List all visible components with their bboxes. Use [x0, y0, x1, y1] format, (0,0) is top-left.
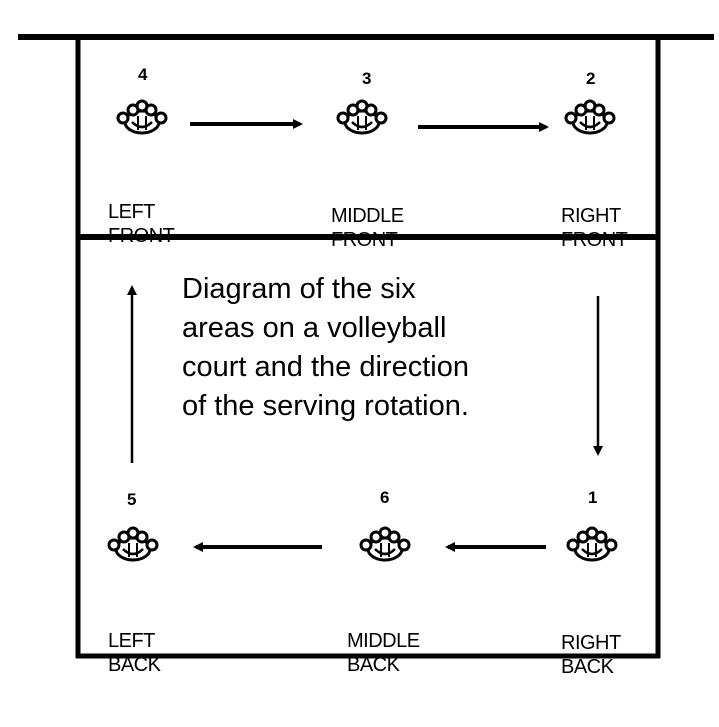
position-number: 1 — [588, 488, 598, 507]
caption-line: Diagram of the six — [182, 273, 416, 305]
position-number: 2 — [586, 69, 596, 88]
caption-line: of the serving rotation. — [182, 390, 469, 422]
paw-player-icon-left-front — [116, 99, 168, 135]
position-number: 4 — [138, 65, 148, 84]
paw-player-icon-left-back — [107, 526, 159, 562]
diagram-caption: Diagram of the six areas on a volleyball… — [182, 270, 582, 426]
caption-line: areas on a volleyball — [182, 312, 447, 344]
court-drawing — [18, 34, 714, 659]
paw-player-icon-middle-back — [359, 526, 411, 562]
caption-line: court and the direction — [182, 351, 469, 383]
paw-player-icon-right-front — [564, 99, 616, 135]
paw-player-icon-middle-front — [336, 99, 388, 135]
position-number: 3 — [362, 69, 372, 88]
position-number: 5 — [127, 490, 137, 509]
paw-player-icon-right-back — [566, 526, 618, 562]
position-number: 6 — [380, 488, 390, 507]
